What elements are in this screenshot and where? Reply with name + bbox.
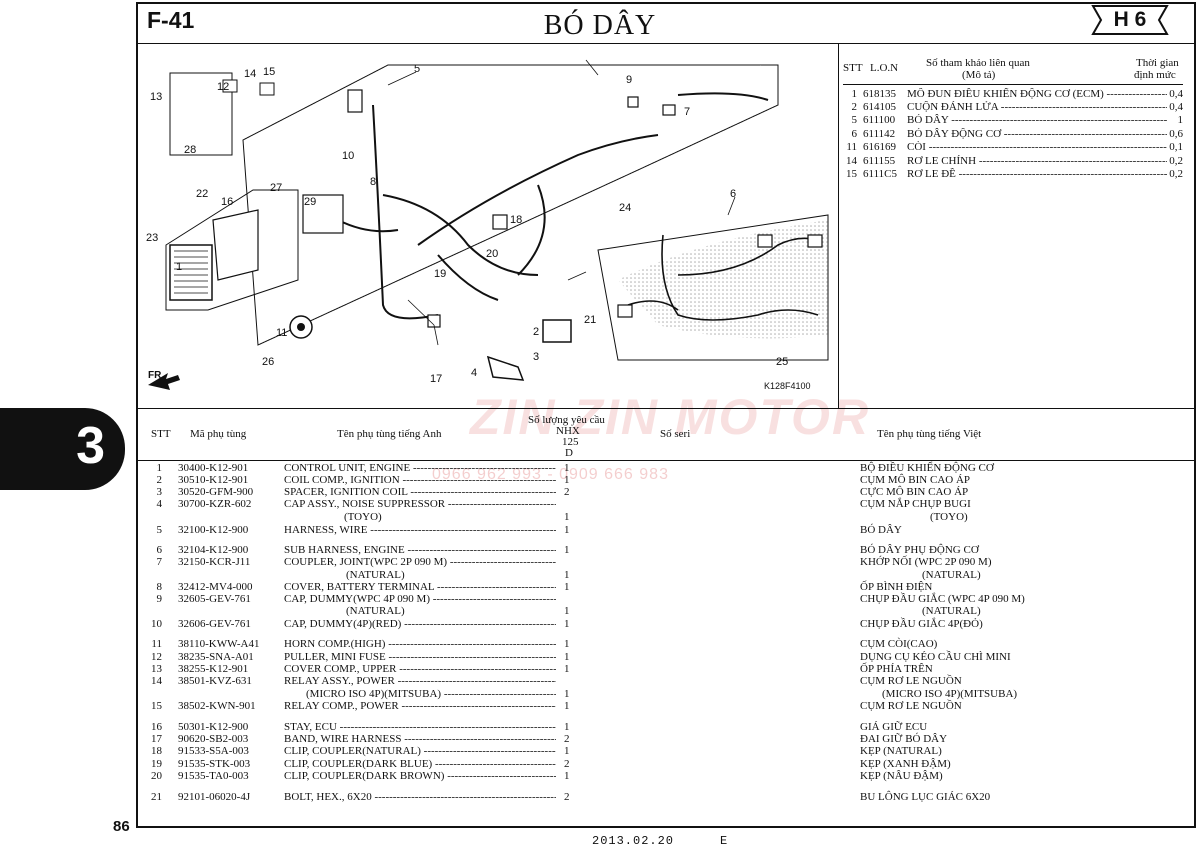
wire-harness-diagram: 1 2 3 4 5 6 7 8 9 10 11 12 13 14 15 16 1… [146,59,829,390]
front-marker: FR. [148,370,165,381]
callout-4: 4 [471,367,477,379]
figure-code: F-41 [147,7,195,33]
col-header-qty-title: Số lượng yêu cầu [528,414,605,426]
callout-10: 10 [342,150,354,162]
chapter-tab: 3 [0,408,125,490]
diagram-code: K128F4100 [764,381,811,391]
table-row: (NATURAL)1(NATURAL) [346,605,981,617]
callout-25: 25 [776,356,788,368]
callout-9: 9 [626,74,632,86]
callout-23: 23 [146,232,158,244]
section-badge: H 6 [1091,4,1169,36]
ref-header-desc-2: (Mô tả) [962,69,996,81]
ref-header-time-2: định mức [1134,69,1176,81]
col-header-qty-type: D [565,447,573,459]
table-header-divider [137,460,1195,461]
page-frame [136,2,1196,828]
table-row: (MICRO ISO 4P)(MITSUBA)1(MICRO ISO 4P)(M… [140,688,1190,700]
callout-7: 7 [684,106,690,118]
callout-22: 22 [196,188,208,200]
title-divider [137,43,1195,44]
chapter-tab-label: 3 [76,417,105,475]
callout-20: 20 [486,248,498,260]
table-row: (NATURAL)1(NATURAL) [346,569,981,581]
callout-18: 18 [510,214,522,226]
callout-14: 14 [244,68,256,80]
diagram-divider [838,44,839,408]
callout-26: 26 [262,356,274,368]
page-title: BÓ DÂY [543,10,657,41]
callout-13: 13 [150,91,162,103]
col-header-serial: Số seri [660,428,691,440]
callout-2: 2 [533,326,539,338]
callout-17: 17 [430,373,442,385]
col-header-stt: STT [151,428,171,440]
col-header-part-no: Mã phụ tùng [190,428,247,440]
col-header-english: Tên phụ tùng tiếng Anh [337,428,442,440]
callout-21: 21 [584,314,596,326]
page-number: 86 [113,818,130,835]
edition-code: E [720,834,728,848]
col-header-qty-model: NHX [556,425,580,437]
callout-15: 15 [263,66,275,78]
callout-27: 27 [270,182,282,194]
callout-16: 16 [221,196,233,208]
callout-1: 1 [176,261,182,273]
col-header-qty-cc: 125 [562,436,579,448]
ref-header-lon: L.O.N [870,62,899,74]
callout-3: 3 [533,351,539,363]
callout-29: 29 [304,196,316,208]
ref-header-desc-1: Số tham khảo liên quan [926,57,1030,69]
callout-28: 28 [184,144,196,156]
callout-8: 8 [370,176,376,188]
section-badge-label: H 6 [1113,8,1147,31]
table-divider [137,408,1195,409]
callout-11: 11 [276,327,287,339]
callout-12: 12 [217,81,229,93]
callout-5: 5 [414,63,420,75]
callout-19: 19 [434,268,446,280]
callout-24: 24 [619,202,631,214]
date-code: 2013.02.20 [592,834,675,848]
ref-header-time-1: Thời gian [1136,57,1179,69]
watermark-brand: ZIN ZIN MOTOR [470,389,871,445]
ref-header-stt: STT [843,62,863,74]
ref-header-rule [843,84,1183,85]
exploded-diagram: 1 2 3 4 5 6 7 8 9 10 11 12 13 14 15 16 1… [138,45,838,407]
ref-row: 11616169CÒI0,1 [843,141,1183,153]
table-row: (TOYO)1(TOYO) [344,511,968,523]
callout-6: 6 [730,188,736,200]
col-header-vietnamese: Tên phụ tùng tiếng Việt [877,428,982,440]
